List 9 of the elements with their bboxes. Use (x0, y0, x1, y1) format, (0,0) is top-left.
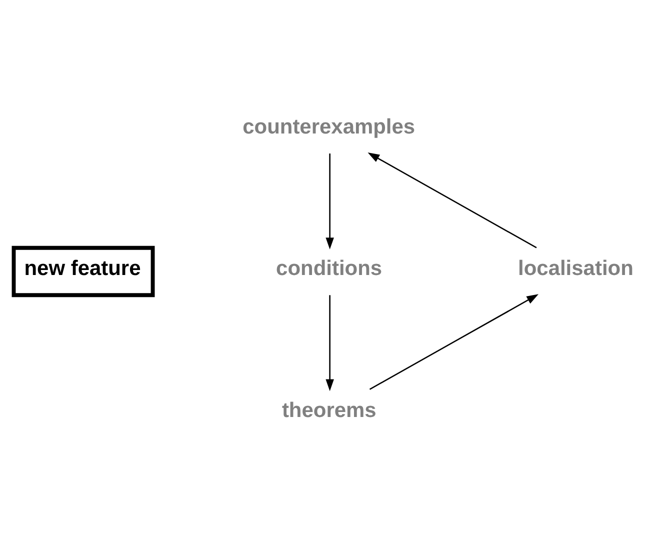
node-text: counterexamples (242, 115, 416, 138)
node-box: new feature (12, 245, 155, 297)
arrow (326, 153, 334, 249)
arrow (326, 294, 334, 391)
arrow (368, 152, 537, 248)
arrow (369, 294, 538, 390)
node-text: conditions (276, 256, 382, 280)
node-text: localisation (518, 256, 634, 280)
node-text: theorems (282, 398, 376, 422)
